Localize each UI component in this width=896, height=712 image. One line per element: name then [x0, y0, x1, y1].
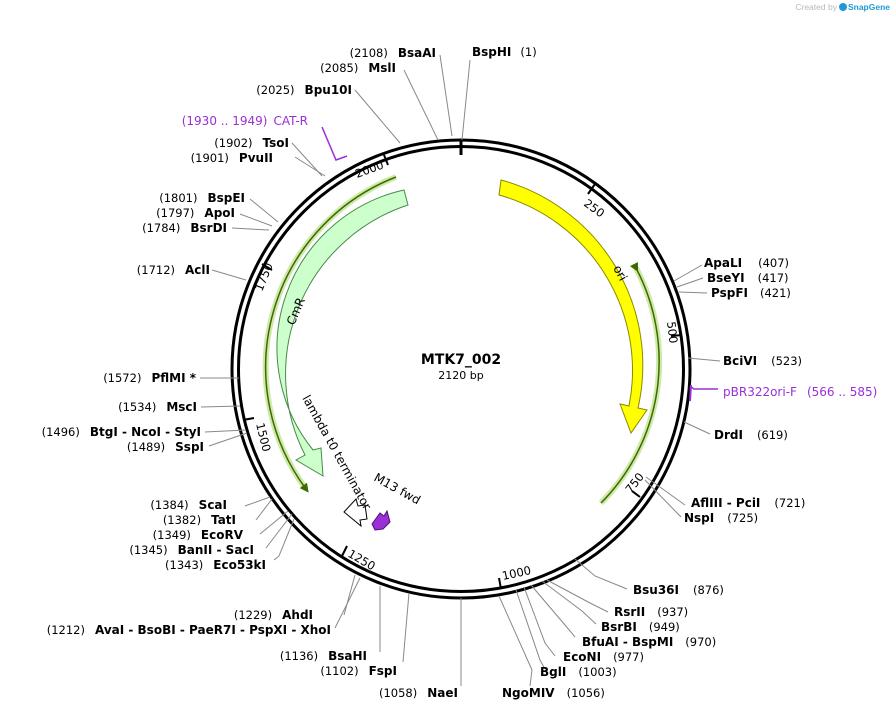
- site-tati: (1382)TatI: [163, 513, 236, 527]
- site-bspei: (1801)BspEI: [159, 191, 245, 205]
- tick-label-500: 500: [664, 321, 681, 344]
- site-bsphi: BspHI(1): [472, 45, 537, 59]
- tick-label-1500: 1500: [253, 421, 274, 453]
- tick-label-1000: 1000: [501, 563, 533, 583]
- site-bfuai-bspmi: BfuAI - BspMI(970): [582, 635, 716, 649]
- site-sspi: (1489)SspI: [127, 440, 204, 454]
- primer-pbr322ori-f-name: pBR322ori-F: [723, 385, 797, 399]
- site-bsahi: (1136)BsaHI: [280, 649, 367, 663]
- site-msli: (2085)MslI: [320, 61, 396, 75]
- site-bsrbi: BsrBI(949): [601, 620, 680, 634]
- tick-1000: [498, 577, 502, 590]
- site-apoi: (1797)ApoI: [156, 206, 235, 220]
- site-apali: ApaLI(407): [704, 256, 789, 270]
- feature-ori-arrow: [498, 179, 648, 435]
- credit-brand: SnapGene: [847, 2, 890, 12]
- primer-cat-r-name: CAT-R: [273, 114, 308, 128]
- primer-cat-r-range: (1930 .. 1949): [182, 114, 268, 128]
- tick-1250: [341, 545, 348, 557]
- site-tsoi: (1902)TsoI: [214, 136, 289, 150]
- tick-500: [670, 334, 683, 337]
- site-pspfi: PspFI(421): [711, 286, 791, 300]
- site-rsrii: RsrII(937): [614, 605, 688, 619]
- tick-1500: [242, 417, 255, 421]
- site-bpu10i: (2025)Bpu10I: [256, 83, 352, 97]
- snapgene-credit: Created by SnapGene: [795, 2, 890, 12]
- plasmid-length: 2120 bp: [438, 369, 483, 382]
- site-bsrdi: (1784)BsrDI: [142, 221, 227, 235]
- site-eco53ki: (1343)Eco53kI: [165, 558, 266, 572]
- site-pvuii: (1901)PvuII: [191, 151, 273, 165]
- site-msci: (1534)MscI: [118, 400, 197, 414]
- primer-pbr322ori-f-range: (566 .. 585): [807, 385, 877, 399]
- primer-cat-r: (1930 .. 1949) CAT-R: [182, 114, 348, 161]
- tick-1750: [261, 263, 273, 271]
- site-acli: (1712)AclI: [137, 263, 210, 277]
- site-avai-group: (1212)AvaI - BsoBI - PaeR7I - PspXI - Xh…: [47, 623, 331, 637]
- credit-prefix: Created by: [795, 2, 837, 12]
- site-leader-lines: [200, 54, 721, 687]
- site-bsu36i: Bsu36I(876): [633, 583, 724, 597]
- tick-250: [587, 183, 596, 195]
- site-bseyi: BseYI(417): [707, 271, 789, 285]
- svg-text:pBR322ori-F(566 .. 585): pBR322ori-F (566 .. 585): [723, 385, 877, 399]
- site-bgli: BglI(1003): [540, 665, 617, 679]
- feature-ori-label: ori: [610, 263, 630, 283]
- site-afliii-pcii: AflIII - PciI(721): [691, 496, 805, 510]
- site-scai: (1384)ScaI: [150, 498, 227, 512]
- primer-pbr322ori-f: pBR322ori-F (566 .. 585): [689, 384, 877, 402]
- plasmid-name: MTK7_002: [421, 352, 501, 368]
- ruler-ticks: [242, 140, 683, 590]
- tick-2000: [383, 154, 389, 166]
- site-bcivi: BciVI(523): [723, 354, 802, 368]
- site-fspi: (1102)FspI: [320, 664, 397, 678]
- site-nspi: NspI(725): [684, 511, 758, 525]
- site-ecorv: (1349)EcoRV: [153, 528, 244, 542]
- tick-label-2000: 2000: [353, 158, 385, 181]
- site-btgi-group: (1496)BtgI - NcoI - StyI: [42, 425, 201, 439]
- site-bsaai: (2108)BsaAI: [350, 46, 436, 60]
- site-pflmi: (1572)PflMI *: [103, 371, 197, 385]
- site-econi: EcoNI(977): [563, 650, 644, 664]
- svg-text:(1930 .. 1949)CAT-R: (1930 .. 1949) CAT-R: [182, 114, 308, 128]
- site-ahdi: (1229)AhdI: [234, 608, 313, 622]
- tick-750: [631, 490, 641, 498]
- feature-m13-fwd-label: M13 fwd: [372, 470, 423, 507]
- feature-terminator-icon: [343, 498, 368, 528]
- site-labels: BspHI(1) ApaLI(407) BseYI(417) PspFI(421…: [42, 45, 806, 700]
- site-drdi: DrdI(619): [714, 428, 788, 442]
- site-banii-saci: (1345)BanII - SacI: [129, 543, 254, 557]
- snapgene-logo-icon: [838, 3, 847, 11]
- feature-m13-fwd-icon: [371, 509, 391, 531]
- site-ngomiv: NgoMIV(1056): [502, 686, 605, 700]
- site-naei: (1058)NaeI: [379, 686, 458, 700]
- feature-cmr-arrow: [276, 189, 409, 477]
